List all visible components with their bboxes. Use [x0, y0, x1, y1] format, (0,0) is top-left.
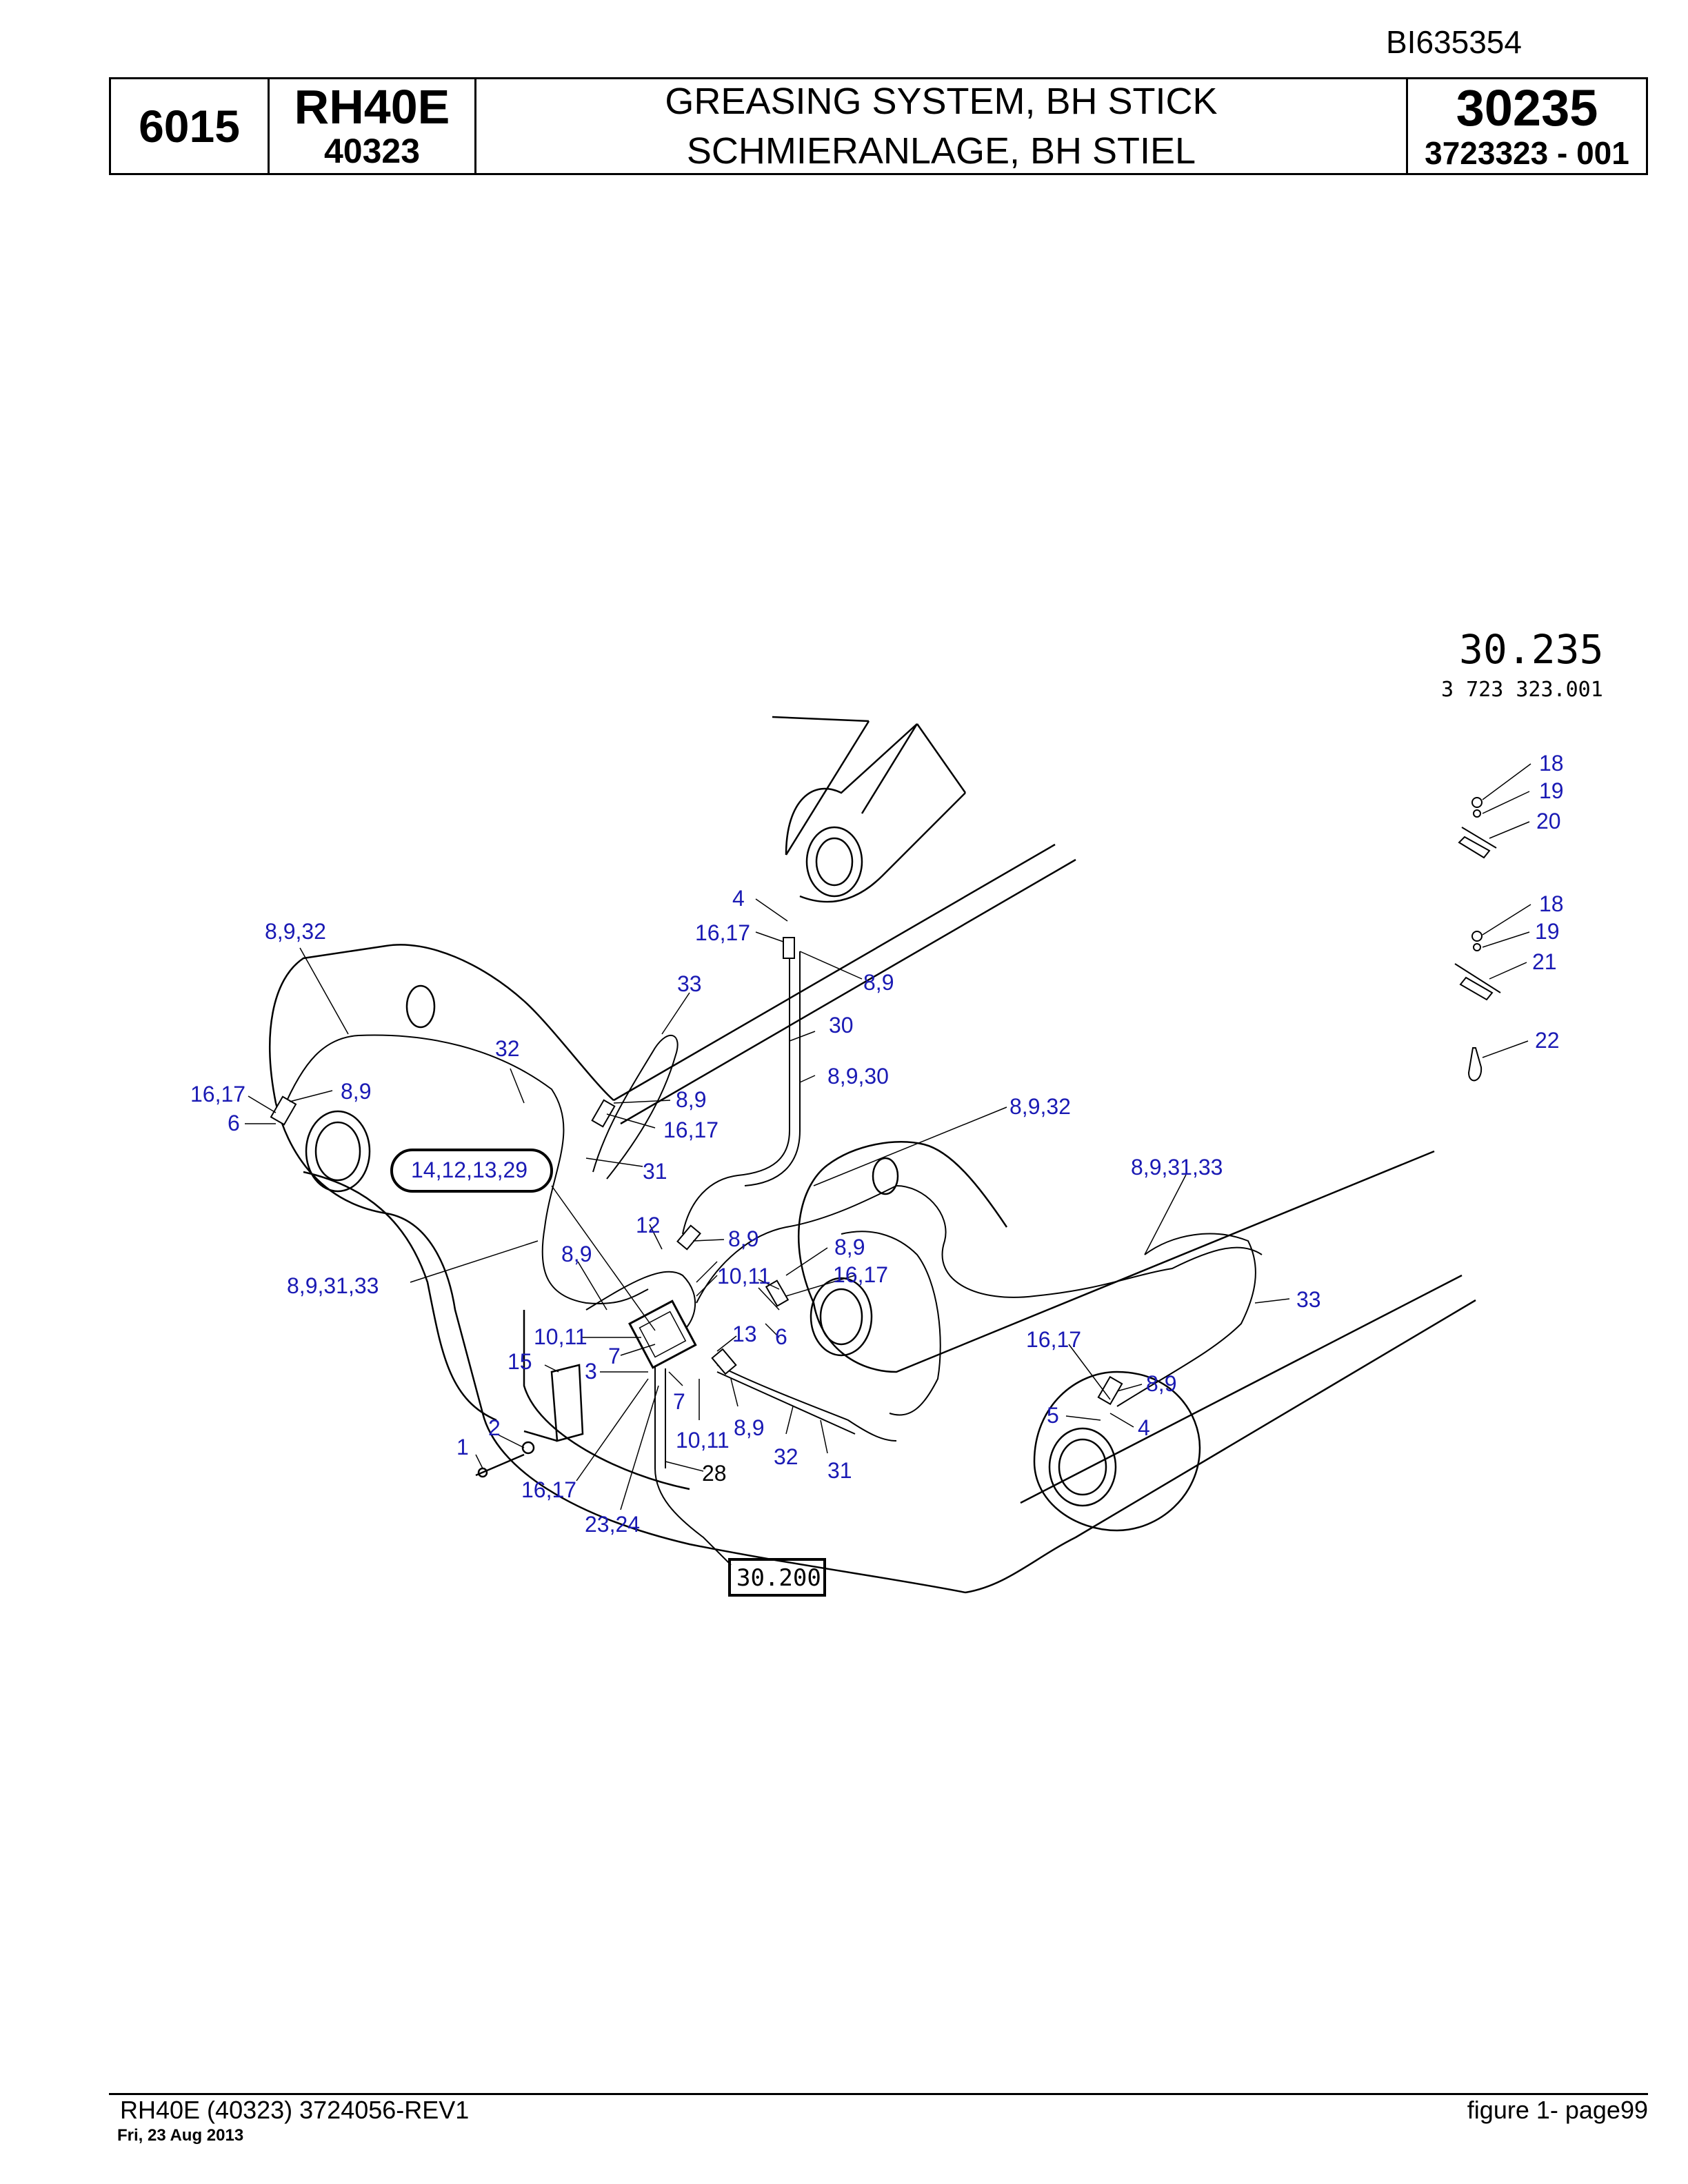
leader-lines: [245, 763, 1531, 1510]
callout-label: 19: [1535, 919, 1560, 944]
callout-label: 18: [1539, 891, 1564, 916]
title-block: 6015 RH40E 40323 GREASING SYSTEM, BH STI…: [109, 77, 1648, 175]
footer-divider: [109, 2093, 1648, 2095]
clamp-detail-parts: [1454, 797, 1501, 1082]
callout-label: 6: [228, 1111, 240, 1135]
callout-label: 7: [673, 1389, 685, 1414]
callout-label: 33: [1296, 1287, 1321, 1312]
callout-label: 10,11: [717, 1264, 771, 1288]
callout-label: 8,9: [728, 1226, 758, 1251]
callout-label: 33: [677, 971, 702, 996]
callout-label: 8,9: [1146, 1371, 1176, 1396]
distributor-block: [628, 1300, 697, 1369]
callout-label: 8,9: [734, 1415, 764, 1440]
callout-label: 16,17: [190, 1082, 245, 1106]
callout-label: 6: [775, 1324, 787, 1349]
callout-label: 16,17: [1026, 1327, 1081, 1352]
callout-label: 32: [774, 1444, 798, 1469]
callouts-left: 8,9,32 16,17 8,9 6 32 8,9,31,33 1 2 15 3…: [190, 919, 640, 1537]
callout-label: 8,9,32: [1009, 1094, 1071, 1119]
callout-label: 8,9: [676, 1087, 706, 1112]
callout-label: 8,9,31,33: [287, 1273, 379, 1298]
callout-label: 8,9: [834, 1235, 865, 1260]
callout-label: 16,17: [663, 1118, 719, 1142]
callout-label: 30: [829, 1013, 854, 1038]
callout-label: 3: [585, 1359, 597, 1384]
callout-label: 1: [456, 1435, 469, 1459]
callout-label: 22: [1535, 1028, 1560, 1053]
callout-label: 8,9: [561, 1242, 592, 1266]
callout-label: 5: [1047, 1403, 1059, 1428]
footer-document-ref: RH40E (40323) 3724056-REV1: [120, 2096, 470, 2124]
callout-label: 18: [1539, 751, 1564, 776]
callout-label: 31: [643, 1159, 667, 1184]
group-number: 30235: [1456, 79, 1598, 136]
callout-label: 23,24: [585, 1512, 640, 1537]
part-number: 3723323 - 001: [1425, 135, 1629, 171]
callouts-center: 4 16,17 8,9 33 30 8,9,30 8,9 16,17 31 12…: [534, 886, 894, 1486]
callout-label: 20: [1536, 809, 1561, 833]
callout-label: 31: [827, 1458, 852, 1483]
title-english: GREASING SYSTEM, BH STICK: [665, 81, 1218, 122]
stick-outline: [269, 716, 1476, 1594]
reference-box-label: 30.200: [736, 1564, 821, 1592]
grease-hoses: [282, 951, 1263, 1566]
callout-label: 16,17: [695, 920, 750, 945]
title-cell: GREASING SYSTEM, BH STICK SCHMIERANLAGE,…: [476, 79, 1408, 173]
callout-label: 32: [495, 1036, 520, 1061]
stamp-group-number: 30.235: [1459, 626, 1604, 673]
footer-date: Fri, 23 Aug 2013: [117, 2126, 244, 2145]
callout-label: 15: [508, 1349, 532, 1374]
callout-label: 4: [732, 886, 745, 911]
callout-label: 8,9,30: [827, 1064, 889, 1089]
footer-page-ref: figure 1- page99: [1467, 2096, 1648, 2124]
model-name: RH40E: [294, 80, 450, 134]
title-german: SCHMIERANLAGE, BH STIEL: [686, 130, 1196, 172]
pivot-bores: [305, 826, 1117, 1507]
callout-label: 8,9,31,33: [1131, 1155, 1223, 1180]
callout-label: 7: [608, 1344, 621, 1368]
reference-circle-label: 14,12,13,29: [411, 1157, 528, 1182]
reference-box[interactable]: [728, 1558, 826, 1597]
reference-circle: [390, 1149, 553, 1193]
serial-number: 40323: [323, 132, 421, 170]
callout-label: 28: [702, 1461, 727, 1486]
callouts-detail: 18 19 20 18 19 21 22: [1532, 751, 1564, 1053]
model-cell: RH40E 40323: [270, 79, 476, 173]
section-number-cell: 6015: [111, 79, 270, 173]
callout-label: 4: [1138, 1415, 1150, 1440]
section-number: 6015: [139, 101, 240, 152]
callout-label: 16,17: [833, 1262, 888, 1287]
callout-label: 2: [488, 1415, 501, 1440]
callout-label: 10,11: [676, 1428, 730, 1453]
callouts-right: 8,9,32 8,9,31,33 33 16,17 8,9 5 4: [1009, 1094, 1321, 1440]
callout-label: 8,9: [863, 970, 894, 995]
callout-label: 12: [636, 1213, 661, 1237]
callout-label: 8,9: [341, 1079, 371, 1104]
callout-label: 16,17: [521, 1477, 576, 1502]
document-id: BI635354: [1386, 24, 1522, 60]
callout-label: 19: [1539, 778, 1564, 803]
callout-label: 10,11: [534, 1324, 587, 1349]
stamp-part-number: 3 723 323.001: [1441, 678, 1603, 702]
callout-label: 21: [1532, 949, 1557, 974]
callout-label: 8,9,32: [265, 919, 326, 944]
hose-fittings: [270, 937, 1123, 1406]
callout-label: 13: [732, 1322, 757, 1346]
mounting-bracket: [475, 1364, 584, 1478]
group-cell: 30235 3723323 - 001: [1408, 79, 1646, 173]
